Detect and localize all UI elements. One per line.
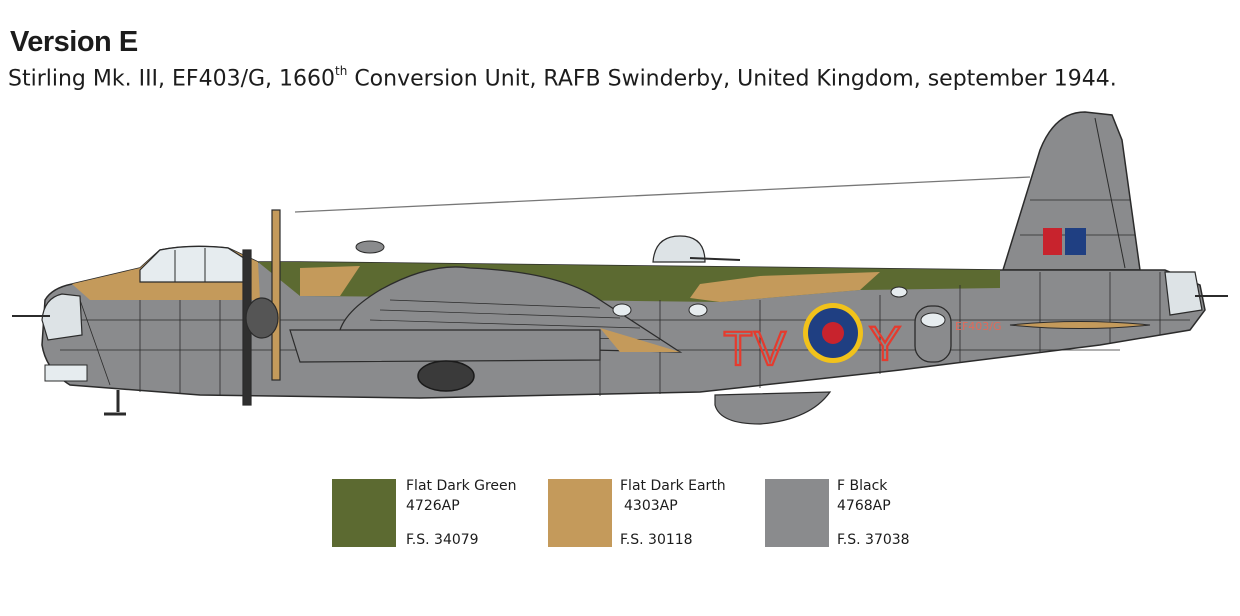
fin-flash-blue [1065,228,1086,255]
window-1 [612,303,632,317]
df-loop [355,240,385,254]
code-letter-y: Y [869,318,901,371]
window-3 [890,286,908,298]
dorsal-turret [652,235,706,263]
swatch-grey [765,479,829,547]
fin-flash-red [1043,228,1062,255]
propeller [242,209,281,406]
swatch-earth [548,479,612,547]
bomb-bay-fairing [714,391,832,425]
serial-marking: EF403/G [955,320,1002,333]
engine-nacelle [289,329,601,363]
code-letter-t: T [723,323,752,376]
window-2 [688,303,708,317]
swatch-green [332,479,396,547]
cockpit-canopy [139,245,251,283]
main-wheel [417,360,475,392]
legend-item-green: Flat Dark Green 4726AP F.S. 34079 [406,478,517,548]
legend-item-grey: F Black 4768AP F.S. 37038 [837,478,910,548]
legend-item-earth: Flat Dark Earth 4303AP F.S. 30118 [620,478,726,548]
roundel-red [822,322,844,344]
tail-turret [1164,271,1203,316]
camo-earth-mid [690,272,880,302]
antenna-wire [294,176,1031,213]
code-letter-v: V [754,323,786,376]
camo-earth-fwd [300,266,360,296]
tail-fin [1001,111,1141,271]
nose-turret [41,293,83,341]
aircraft-profile: T V Y EF403/G [12,111,1228,425]
version-title: Version E [10,26,138,58]
aircraft-description: Stirling Mk. III, EF403/G, 1660th Conver… [8,64,1117,92]
tailplane [1009,321,1151,329]
